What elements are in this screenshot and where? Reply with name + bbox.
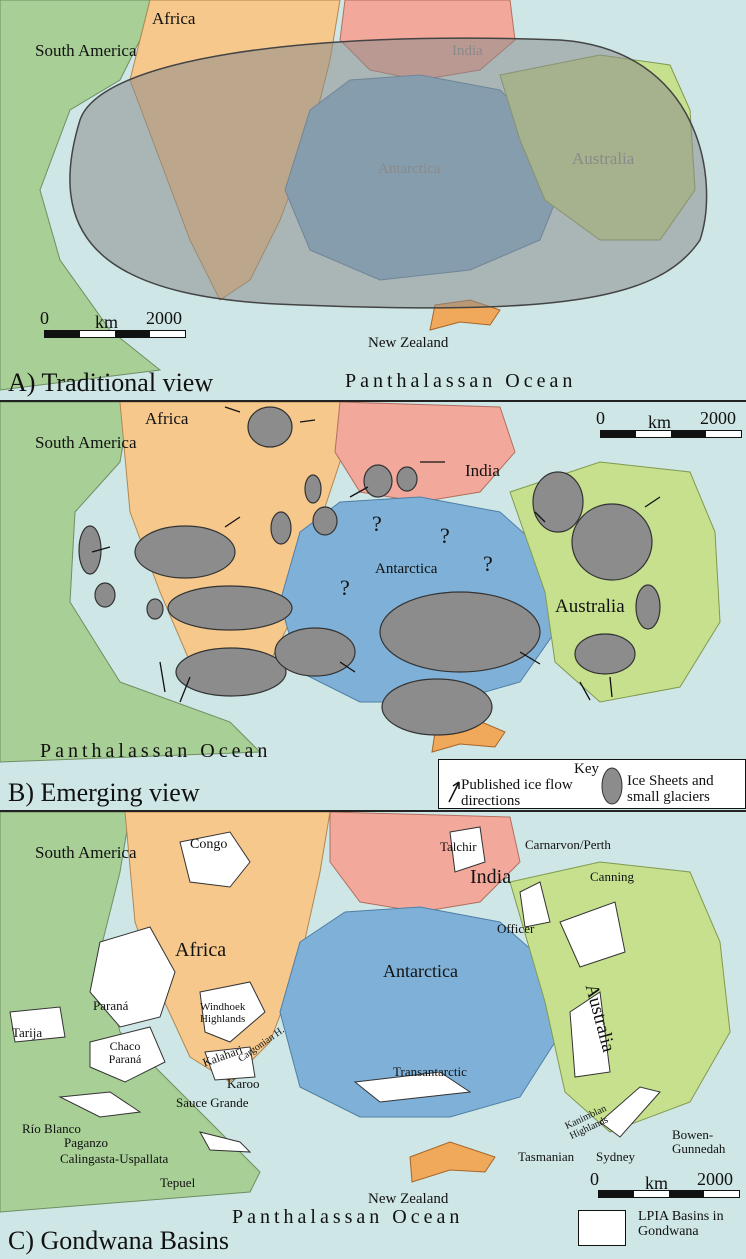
scale-zero: 0 bbox=[590, 1169, 599, 1189]
scale-max: 2000 bbox=[700, 408, 736, 428]
key-ice-label: Ice Sheets and small glaciers bbox=[627, 773, 714, 805]
map-traditional bbox=[0, 0, 708, 391]
key-title: Key bbox=[574, 761, 599, 777]
scale-zero: 0 bbox=[596, 408, 605, 428]
label-karoo: Karoo bbox=[227, 1076, 260, 1091]
label-windhoek-highlands: Windhoek Highlands bbox=[200, 1001, 246, 1025]
label-africa: Africa bbox=[152, 9, 196, 28]
label-africa: Africa bbox=[145, 409, 189, 428]
basin-legend-label: LPIA Basins in Gondwana bbox=[638, 1209, 724, 1239]
label-india: India bbox=[452, 43, 483, 59]
question-mark: ? bbox=[483, 551, 493, 576]
scale-unit: km bbox=[95, 312, 119, 332]
label-carnarvon: Carnarvon/Perth bbox=[525, 837, 611, 852]
label-paganzo: Paganzo bbox=[64, 1135, 109, 1150]
scale-max: 2000 bbox=[697, 1169, 733, 1189]
panel-title-b: B) Emerging view bbox=[8, 778, 200, 807]
label-officer: Officer bbox=[497, 921, 535, 936]
panel-emerging-view: South America Africa India Antarctica Au… bbox=[0, 402, 746, 810]
label-india: India bbox=[470, 866, 512, 888]
map-key: Key Published ice flow directions Ice Sh… bbox=[438, 759, 746, 809]
label-tepuel: Tepuel bbox=[160, 1175, 196, 1190]
question-mark: ? bbox=[340, 575, 350, 600]
label-south-america: South America bbox=[35, 843, 137, 862]
lpia-basins bbox=[9, 826, 661, 1153]
label-talchir: Talchir bbox=[440, 839, 477, 854]
map-emerging bbox=[0, 402, 721, 763]
label-new-zealand: New Zealand bbox=[368, 1191, 449, 1207]
ice-flow-arrow-icon bbox=[448, 781, 460, 803]
label-canning: Canning bbox=[590, 869, 635, 884]
panel-traditional-view: South America Africa India Antarctica Au… bbox=[0, 0, 746, 400]
label-antarctica: Antarctica bbox=[375, 561, 438, 577]
panel-title-a: A) Traditional view bbox=[8, 368, 214, 397]
question-mark: ? bbox=[372, 511, 382, 536]
label-calingasta: Calingasta-Uspallata bbox=[60, 1151, 169, 1166]
label-australia: Australia bbox=[572, 149, 635, 168]
label-panthalassan-ocean: Panthalassan Ocean bbox=[345, 370, 577, 392]
question-mark: ? bbox=[440, 523, 450, 548]
label-antarctica: Antarctica bbox=[383, 961, 458, 981]
scale-zero: 0 bbox=[40, 308, 49, 328]
scale-max: 2000 bbox=[146, 308, 182, 328]
label-panthalassan-ocean: Panthalassan Ocean bbox=[232, 1206, 464, 1228]
map-gondwana-basins bbox=[0, 812, 731, 1213]
scale-bar bbox=[44, 330, 186, 338]
label-sydney: Sydney bbox=[596, 1149, 635, 1164]
antarctica-landmass bbox=[279, 906, 556, 1118]
label-sauce-grande: Sauce Grande bbox=[176, 1095, 249, 1110]
label-tarija: Tarija bbox=[12, 1025, 43, 1040]
new-zealand-landmass bbox=[409, 1141, 496, 1183]
label-new-zealand: New Zealand bbox=[368, 335, 449, 351]
panel-gondwana-basins: South America Africa India Antarctica Au… bbox=[0, 812, 746, 1259]
label-bowen-gunnedah: Bowen-Gunnedah bbox=[672, 1127, 726, 1156]
label-india: India bbox=[465, 461, 500, 480]
label-south-america: South America bbox=[35, 41, 137, 60]
ice-flow-arrows bbox=[91, 406, 661, 703]
basin-swatch bbox=[578, 1210, 626, 1246]
ice-sheet-icon bbox=[601, 767, 623, 805]
scale-unit: km bbox=[648, 412, 672, 432]
india-landmass bbox=[334, 402, 516, 503]
traditional-ice-sheet bbox=[69, 37, 708, 309]
label-transantarctic: Transantarctic bbox=[393, 1064, 467, 1079]
basin-legend: LPIA Basins in Gondwana bbox=[578, 1206, 738, 1254]
panel-title-c: C) Gondwana Basins bbox=[8, 1226, 229, 1255]
panel-divider bbox=[0, 810, 746, 812]
label-tasmanian: Tasmanian bbox=[518, 1149, 575, 1164]
ice-sheets bbox=[78, 406, 661, 736]
label-antarctica: Antarctica bbox=[378, 161, 441, 177]
key-arrows-label: Published ice flow directions bbox=[461, 777, 573, 809]
label-parana: Paraná bbox=[93, 998, 129, 1013]
label-panthalassan-ocean: Panthalassan Ocean bbox=[40, 740, 272, 762]
panel-divider bbox=[0, 400, 746, 402]
label-south-america: South America bbox=[35, 433, 137, 452]
label-africa: Africa bbox=[175, 939, 227, 961]
label-rio-blanco: Río Blanco bbox=[22, 1121, 81, 1136]
label-chaco-parana: Chaco Paraná bbox=[108, 1039, 142, 1066]
south-america-landmass bbox=[0, 812, 261, 1213]
scale-bar bbox=[598, 1190, 740, 1198]
label-australia: Australia bbox=[555, 596, 625, 617]
scale-bar bbox=[600, 430, 742, 438]
label-congo: Congo bbox=[190, 837, 228, 852]
scale-unit: km bbox=[645, 1173, 669, 1193]
india-landmass bbox=[329, 812, 521, 913]
